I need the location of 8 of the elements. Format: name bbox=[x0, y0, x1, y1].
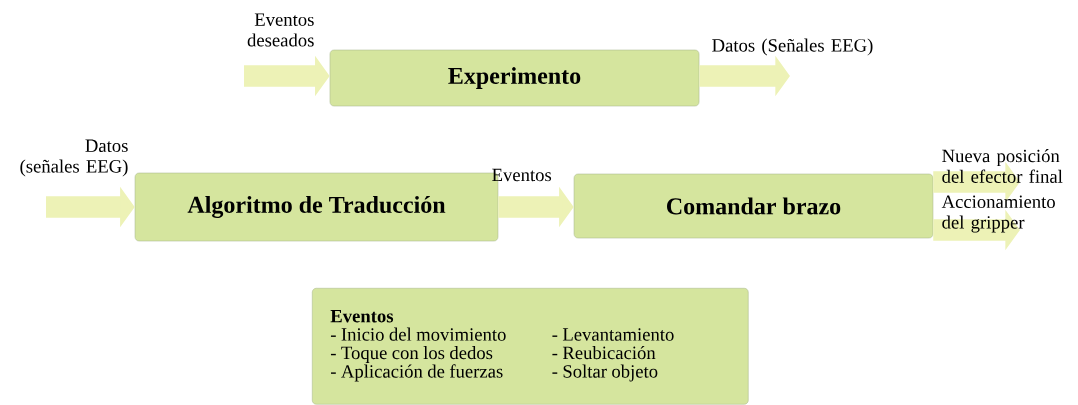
edge-label: Eventos deseados bbox=[247, 13, 314, 47]
edge-label: Datos (señales EEG) bbox=[20, 139, 128, 177]
edge-label: Accionamiento del gripper bbox=[941, 195, 1055, 233]
process-box: Experimento bbox=[329, 49, 700, 107]
edge-label: Datos (Señales EEG) bbox=[712, 38, 873, 56]
legend-box: Eventos - Inicio del movimiento - Levantamiento - Toque con los dedos - Reubicación - Aplicación de fuerzas - Soltar objeto bbox=[312, 288, 749, 405]
edge-label: Nueva posición del efector final bbox=[942, 149, 1063, 183]
process-box: Comandar brazo bbox=[573, 173, 934, 239]
